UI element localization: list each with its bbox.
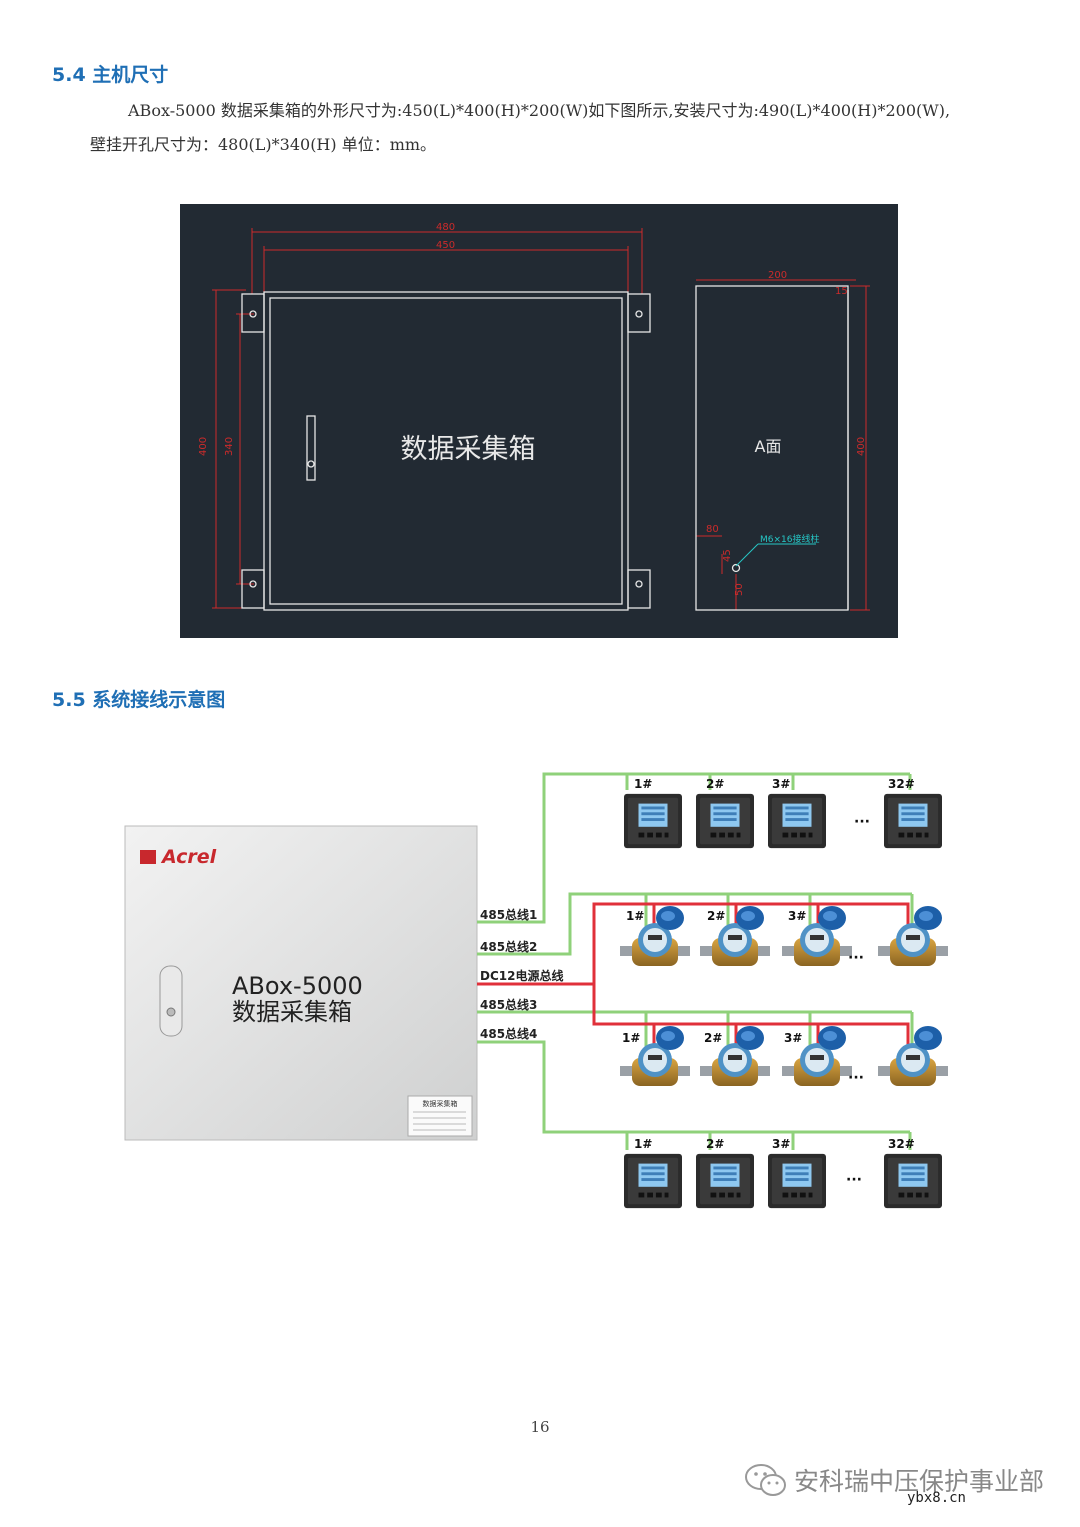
meter-row1-label-3: 3# bbox=[772, 777, 790, 791]
meter-row2-label-32: 32# bbox=[888, 1137, 915, 1151]
mount-bracket-tr bbox=[627, 293, 651, 333]
ellipsis-row2: ··· bbox=[848, 950, 864, 966]
bus-label-2: 485总线2 bbox=[480, 939, 537, 954]
box-handle bbox=[159, 965, 183, 1037]
terminal-note: M6×16接线柱 bbox=[760, 533, 820, 545]
dim-top-inner: 450 bbox=[436, 240, 455, 251]
dim-80: 80 bbox=[706, 524, 719, 535]
mount-hole-bl bbox=[249, 580, 257, 588]
ellipsis-row4: ··· bbox=[846, 1172, 862, 1188]
meter-row2-label-2: 2# bbox=[706, 1137, 724, 1151]
power-meter bbox=[884, 793, 942, 849]
watermark: 安科瑞中压保护事业部 bbox=[744, 1462, 1044, 1498]
mount-bracket-br bbox=[627, 569, 651, 609]
dim-50: 50 bbox=[734, 583, 745, 596]
bus-label-3: 485总线3 bbox=[480, 997, 537, 1012]
collector-box bbox=[124, 825, 478, 1141]
dim-top-outer: 480 bbox=[436, 222, 455, 233]
side-dim-small: 15 bbox=[835, 286, 848, 297]
meter-row2-label-1: 1# bbox=[634, 1137, 652, 1151]
box-lock bbox=[166, 1007, 176, 1017]
wechat-icon bbox=[744, 1464, 786, 1496]
section-5-5-heading: 5.5 系统接线示意图 bbox=[52, 689, 226, 711]
power-meter bbox=[624, 1153, 682, 1209]
ellipsis-row1: ··· bbox=[854, 814, 870, 830]
bus-label-1: 485总线1 bbox=[480, 907, 537, 922]
ellipsis-row3: ··· bbox=[848, 1070, 864, 1086]
dim-left-outer: 400 bbox=[198, 437, 209, 456]
water-row2-label-3: 3# bbox=[784, 1031, 802, 1045]
mount-hole-br bbox=[635, 580, 643, 588]
power-meter bbox=[624, 793, 682, 849]
dim-45: 45 bbox=[722, 549, 733, 562]
mount-bracket-bl bbox=[241, 569, 265, 609]
site-watermark: ybx8.cn bbox=[906, 1490, 966, 1506]
front-label: 数据采集箱 bbox=[401, 434, 536, 465]
paragraph-line-1: ABox-5000 数据采集箱的外形尺寸为:450(L)*400(H)*200(… bbox=[128, 101, 951, 120]
terminal-leader bbox=[735, 543, 759, 567]
water-row2-label-1: 1# bbox=[622, 1031, 640, 1045]
section-5-4-paragraph: ABox-5000 数据采集箱的外形尺寸为:450(L)*400(H)*200(… bbox=[90, 94, 1050, 162]
front-panel-outline bbox=[263, 291, 629, 611]
page-number: 16 bbox=[530, 1418, 550, 1436]
box-name: 数据采集箱 bbox=[232, 998, 352, 1026]
side-label: A面 bbox=[755, 437, 782, 456]
box-model: ABox-5000 bbox=[232, 972, 363, 1000]
paragraph-line-2: 壁挂开孔尺寸为：480(L)*340(H) 单位：mm。 bbox=[90, 135, 437, 154]
wiring-diagram: Acrel ABox-5000 数据采集箱 数据采集箱 485总线1 485总线… bbox=[124, 772, 948, 1209]
water-row1-label-2: 2# bbox=[707, 909, 725, 923]
front-door-outline bbox=[269, 297, 623, 605]
water-row1-label-3: 3# bbox=[788, 909, 806, 923]
bus-label-power: DC12电源总线 bbox=[480, 968, 563, 983]
power-meter bbox=[696, 793, 754, 849]
door-handle bbox=[306, 415, 316, 481]
water-row1-label-1: 1# bbox=[626, 909, 644, 923]
cad-dimension-drawing: 480 450 400 340 200 15 400 80 45 50 数据采集… bbox=[180, 204, 898, 638]
dim-left-inner: 340 bbox=[224, 437, 235, 456]
mount-bracket-tl bbox=[241, 293, 265, 333]
rs485-buses bbox=[477, 772, 914, 1150]
bus-label-4: 485总线4 bbox=[480, 1026, 537, 1041]
box-nameplate bbox=[407, 1095, 473, 1137]
watermark-text: 安科瑞中压保护事业部 bbox=[793, 1467, 1044, 1496]
meter-row1-label-1: 1# bbox=[634, 777, 652, 791]
meter-row2-label-3: 3# bbox=[772, 1137, 790, 1151]
dimension-lines bbox=[212, 228, 870, 611]
power-meter bbox=[768, 1153, 826, 1209]
mount-hole-tl bbox=[249, 310, 257, 318]
terminal-post bbox=[731, 563, 741, 573]
power-meter bbox=[768, 793, 826, 849]
mount-hole-tr bbox=[635, 310, 643, 318]
power-meter bbox=[884, 1153, 942, 1209]
side-dim-width: 200 bbox=[768, 270, 787, 281]
section-5-4-heading: 5.4 主机尺寸 bbox=[52, 64, 169, 86]
side-dim-height: 400 bbox=[856, 437, 867, 456]
box-brand: Acrel bbox=[160, 846, 217, 868]
dc12-power-bus bbox=[477, 902, 910, 1054]
water-row2-label-2: 2# bbox=[704, 1031, 722, 1045]
acrel-logo-icon bbox=[140, 850, 156, 864]
door-lock bbox=[307, 460, 315, 468]
meter-row1-label-2: 2# bbox=[706, 777, 724, 791]
power-meter bbox=[696, 1153, 754, 1209]
meter-row1-label-32: 32# bbox=[888, 777, 915, 791]
nameplate-title: 数据采集箱 bbox=[423, 1099, 458, 1108]
